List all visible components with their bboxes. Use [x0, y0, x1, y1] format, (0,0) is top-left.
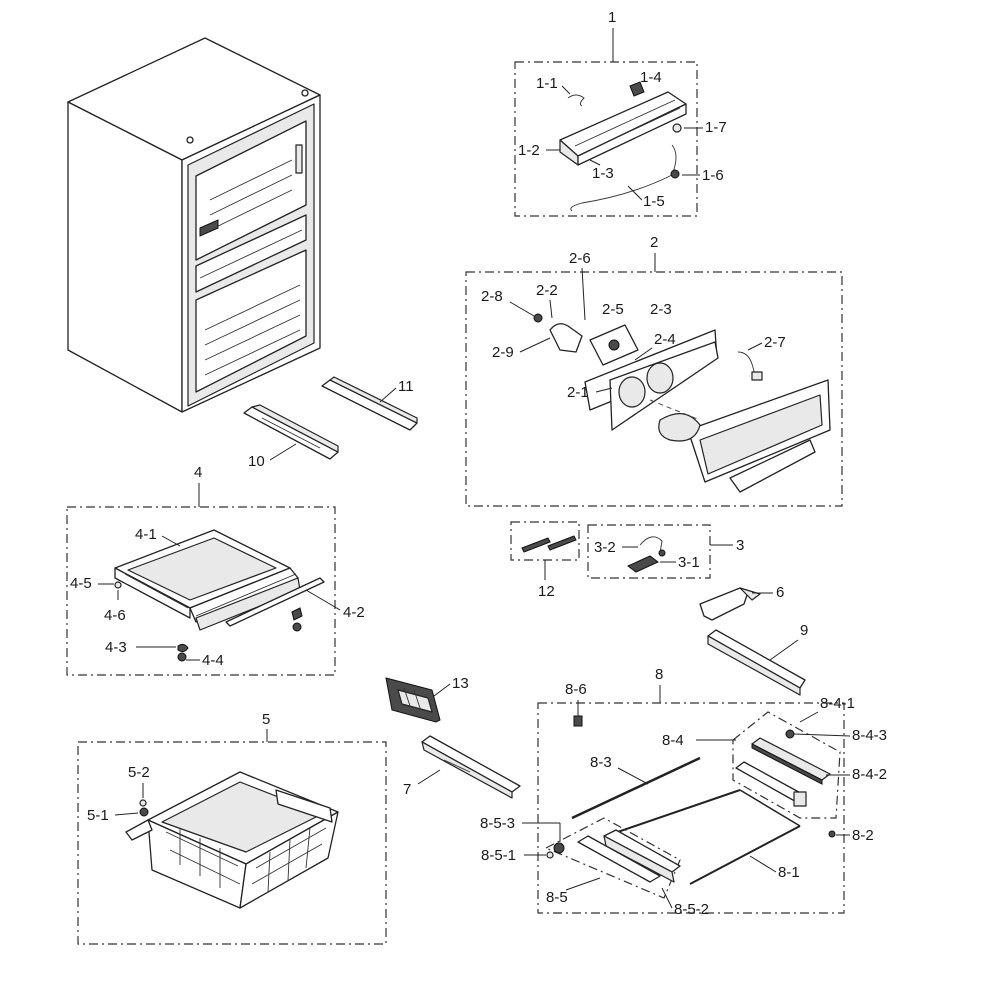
label-3: 3: [736, 537, 744, 554]
label-7: 7: [403, 781, 411, 798]
label-8-4-1: 8-4-1: [820, 695, 855, 712]
label-4-2: 4-2: [343, 604, 365, 621]
label-6: 6: [776, 584, 784, 601]
part-8-drawer-rail-assembly: [546, 715, 836, 885]
part-5-basket: [125, 771, 339, 909]
label-10: 10: [248, 453, 265, 470]
label-1-4: 1-4: [640, 69, 662, 86]
label-12: 12: [538, 583, 555, 600]
group-4-box: [66, 506, 336, 676]
label-8-4-3: 8-4-3: [852, 727, 887, 744]
label-2-3: 2-3: [650, 301, 672, 318]
label-2-1: 2-1: [567, 384, 589, 401]
group-8-box: [537, 702, 845, 914]
label-4-4: 4-4: [202, 652, 224, 669]
label-1-5: 1-5: [643, 193, 665, 210]
part-3-sensor: [627, 536, 666, 573]
refrigerator-cabinet: [67, 37, 321, 413]
label-8-3: 8-3: [590, 754, 612, 771]
label-2-7: 2-7: [764, 334, 786, 351]
part-7-cover: [421, 735, 521, 799]
label-5-1: 5-1: [87, 807, 109, 824]
label-1-3: 1-3: [592, 165, 614, 182]
label-8-6: 8-6: [565, 681, 587, 698]
group-8-5-box: [544, 817, 681, 899]
group-2-box: [465, 271, 843, 507]
label-11: 11: [398, 378, 414, 395]
label-8-5-2: 8-5-2: [674, 901, 709, 918]
label-1-7: 1-7: [705, 119, 727, 136]
part-11-rail: [321, 376, 418, 431]
label-2-2: 2-2: [536, 282, 558, 299]
label-2-5: 2-5: [602, 301, 624, 318]
label-8: 8: [655, 666, 663, 683]
label-1-1: 1-1: [536, 75, 558, 92]
label-4-5: 4-5: [70, 575, 92, 592]
label-4-1: 4-1: [135, 526, 157, 543]
label-8-5-1: 8-5-1: [481, 847, 516, 864]
part-13-bracket: [385, 677, 441, 723]
label-2-6: 2-6: [569, 250, 591, 267]
group-8-4-box: [732, 711, 841, 819]
group-5-box: [77, 741, 387, 945]
label-1-2: 1-2: [518, 142, 540, 159]
label-13: 13: [452, 675, 469, 692]
label-2-8: 2-8: [481, 288, 503, 305]
label-8-4-2: 8-4-2: [852, 766, 887, 783]
label-4-6: 4-6: [104, 607, 126, 624]
part-12-pads: [521, 535, 577, 553]
part-2-fan-assembly: [533, 313, 831, 493]
label-5-2: 5-2: [128, 764, 150, 781]
group-1-box: [514, 61, 698, 217]
label-2: 2: [650, 234, 658, 251]
label-2-4: 2-4: [654, 331, 676, 348]
label-8-2: 8-2: [852, 827, 874, 844]
label-3-2: 3-2: [594, 539, 616, 556]
part-10-rail: [243, 404, 339, 460]
label-9: 9: [800, 622, 808, 639]
label-8-5-3: 8-5-3: [480, 815, 515, 832]
label-4-3: 4-3: [105, 639, 127, 656]
label-1-6: 1-6: [702, 167, 724, 184]
part-4-freezer-tray: [114, 529, 325, 662]
label-2-9: 2-9: [492, 344, 514, 361]
label-8-1: 8-1: [778, 864, 800, 881]
group-3-box: [587, 524, 711, 579]
label-8-4: 8-4: [662, 732, 684, 749]
part-6-bracket: [699, 587, 761, 621]
label-3-1: 3-1: [678, 554, 700, 571]
label-1: 1: [608, 9, 616, 26]
label-5: 5: [262, 711, 270, 728]
label-4: 4: [194, 464, 202, 481]
label-8-5: 8-5: [546, 889, 568, 906]
part-9-rail: [707, 629, 806, 696]
part-1-evaporator: [559, 81, 687, 212]
